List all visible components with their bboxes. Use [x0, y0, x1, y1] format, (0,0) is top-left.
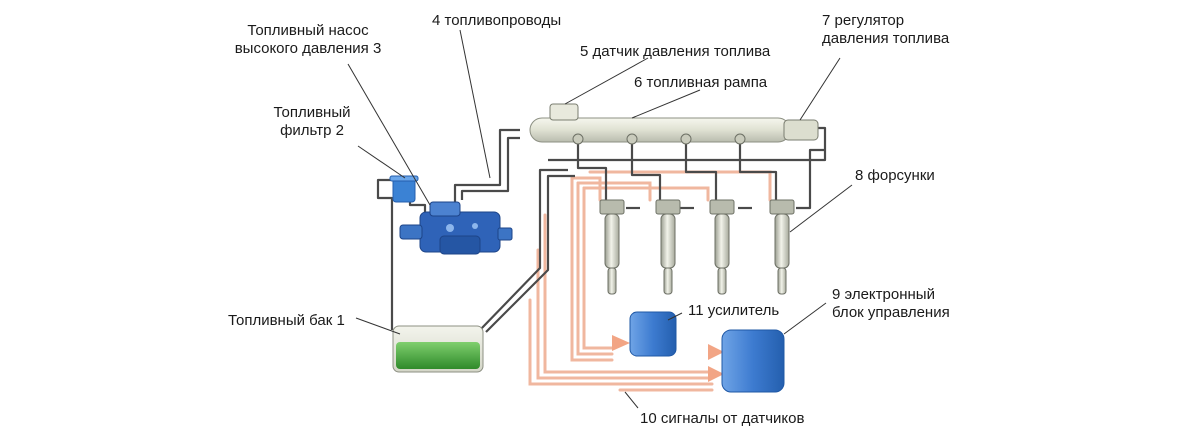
- label-filter: Топливный фильтр 2: [252, 104, 372, 140]
- label-pump-line1: Топливный насос: [247, 22, 369, 39]
- label-ecu-line1: 9 электронный: [832, 286, 935, 303]
- fuel-pressure-sensor[interactable]: [549, 103, 579, 121]
- signal-arrow-ecu-top: [708, 344, 724, 360]
- label-pressure-sensor: 5 датчик давления топлива: [580, 43, 771, 60]
- label-injectors: 8 форсунки: [855, 167, 935, 184]
- fuel-filter[interactable]: [389, 175, 419, 203]
- label-fuel-rail: 6 топливная рампа: [634, 74, 768, 91]
- label-ecu: 9 электронный блок управления: [832, 286, 950, 322]
- label-ecu-line2: блок управления: [832, 304, 950, 321]
- label-fuel-tank: Топливный бак 1: [228, 312, 345, 329]
- injector-3[interactable]: [709, 199, 735, 295]
- injector-2[interactable]: [655, 199, 681, 295]
- label-regulator-line2: давления топлива: [822, 30, 950, 47]
- ecu-box[interactable]: [721, 329, 785, 393]
- label-filter-line1: Топливный: [273, 104, 351, 121]
- high-pressure-pump[interactable]: [399, 201, 513, 255]
- injector-4[interactable]: [769, 199, 795, 295]
- pressure-regulator[interactable]: [783, 119, 819, 141]
- leader-lines: [347, 29, 853, 409]
- fuel-pipes: [376, 126, 827, 333]
- signal-arrow-ecu-bottom: [708, 366, 724, 382]
- fuel-tank[interactable]: [392, 325, 484, 373]
- label-amplifier: 11 усилитель: [688, 302, 780, 319]
- label-fuel-lines: 4 топливопроводы: [432, 12, 562, 29]
- label-filter-line2: фильтр 2: [280, 122, 344, 139]
- label-regulator: 7 регулятор давления топлива: [822, 12, 949, 48]
- label-sensor-signals: 10 сигналы от датчиков: [640, 410, 805, 427]
- signal-wires: [528, 170, 772, 392]
- injector-1[interactable]: [599, 199, 625, 295]
- label-pump-line2: высокого давления 3: [234, 40, 382, 57]
- amplifier-box[interactable]: [629, 311, 677, 357]
- signal-arrow-amplifier: [612, 335, 630, 351]
- label-regulator-line1: 7 регулятор: [822, 12, 905, 29]
- fuel-rail[interactable]: [529, 117, 791, 145]
- label-pump: Топливный насос высокого давления 3: [208, 22, 408, 58]
